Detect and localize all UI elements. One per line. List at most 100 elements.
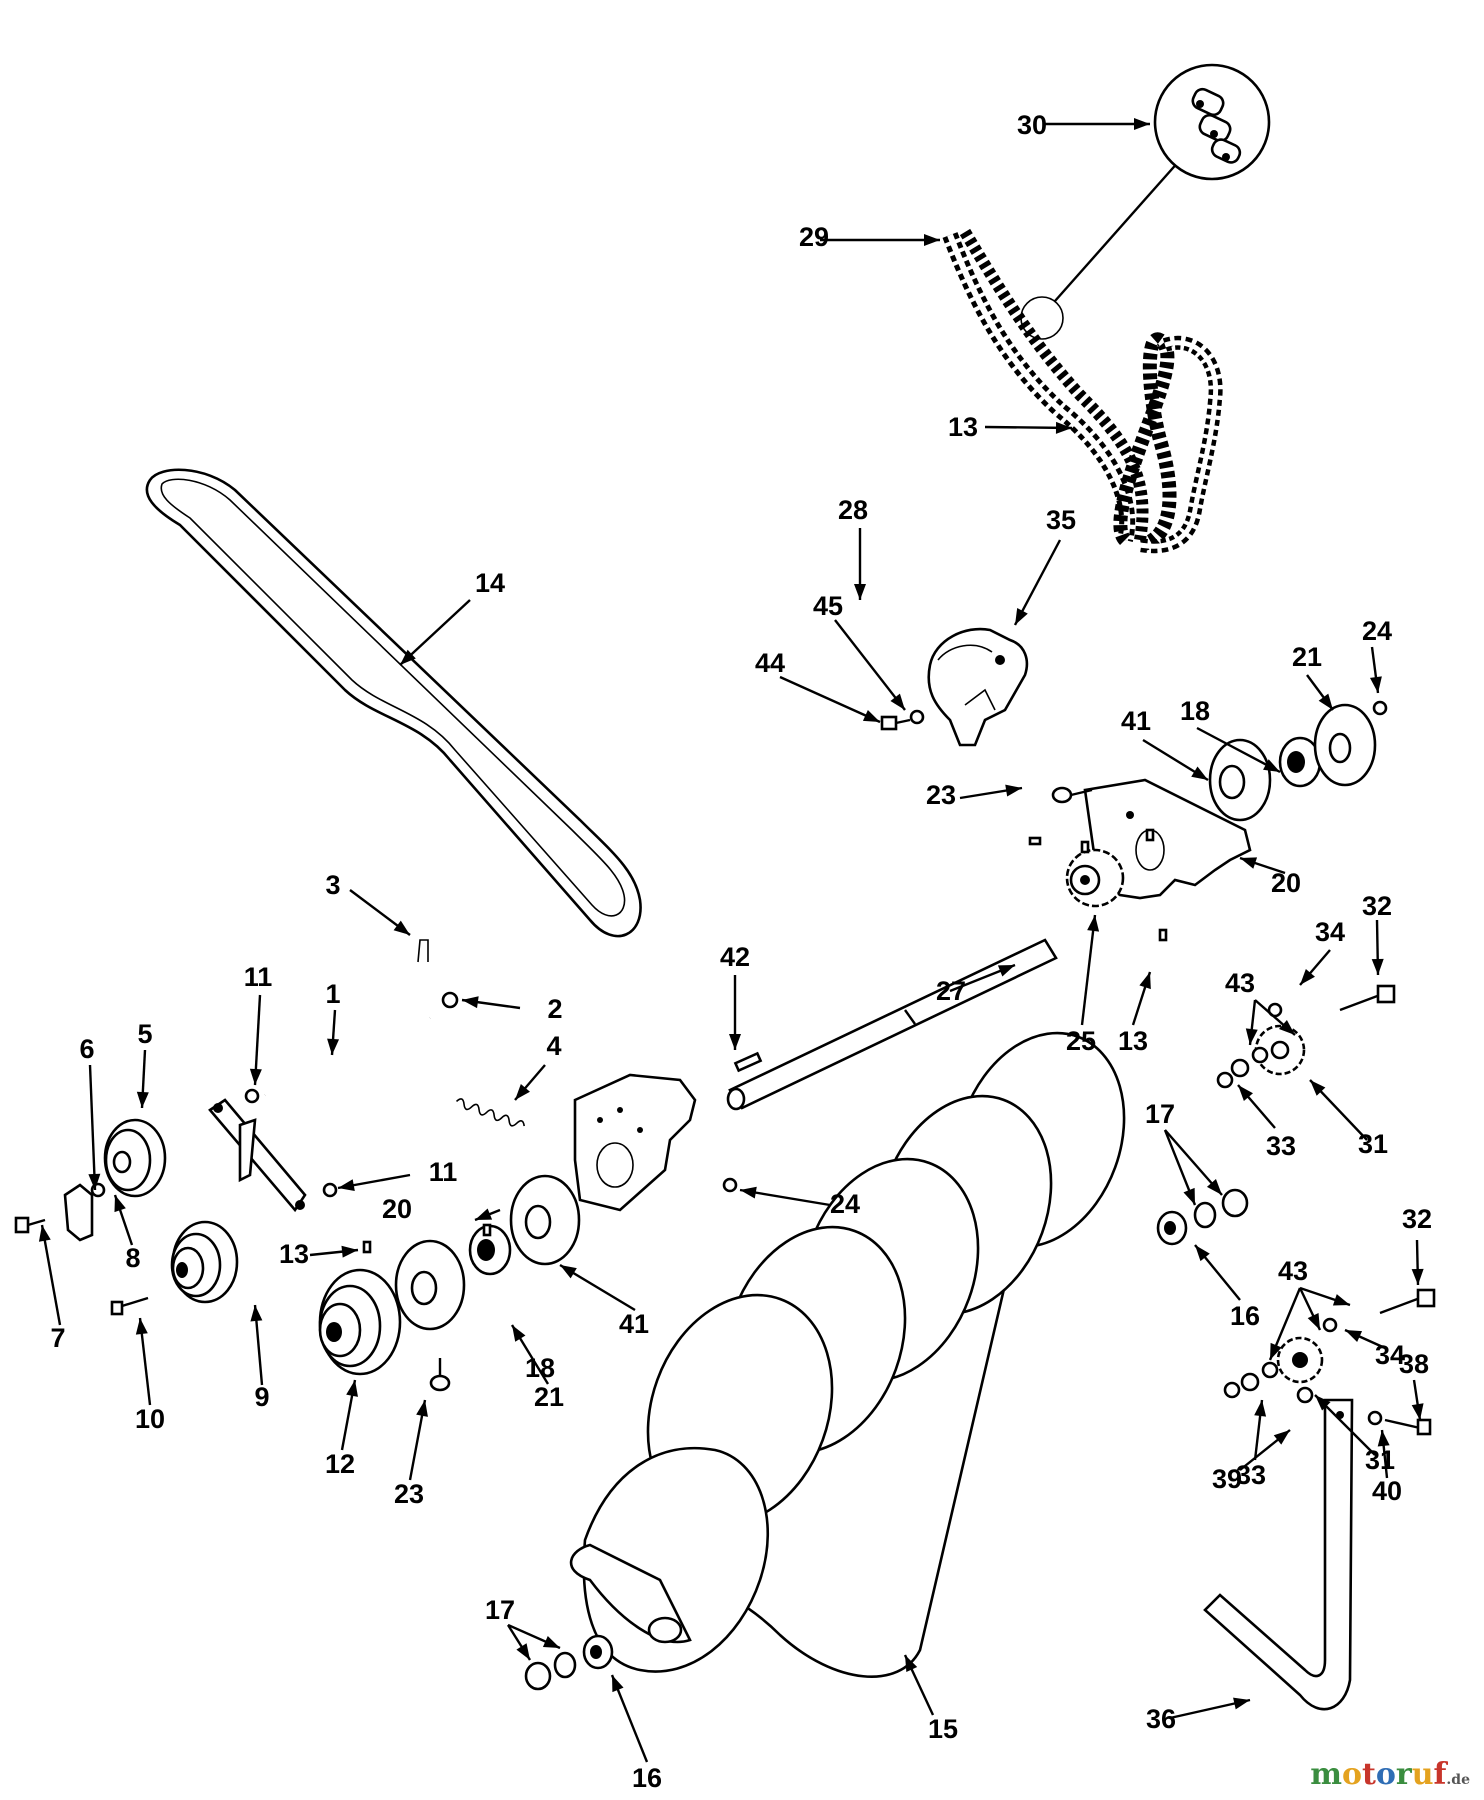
idler-sprocket-31-lower: [1240, 1336, 1324, 1392]
washer-34-lower: [1322, 1317, 1338, 1333]
bolt-7: [14, 1216, 46, 1234]
bearing-18-right: [1278, 736, 1322, 788]
callout-arrowhead: [1371, 958, 1384, 975]
callout-1: 1: [325, 979, 340, 1009]
callout-arrowhead: [740, 1186, 757, 1199]
callout-arrowhead: [136, 1091, 149, 1108]
chain-guard-35: [927, 627, 1029, 747]
callout-6: 6: [79, 1034, 94, 1064]
callout-arrowhead: [114, 1195, 126, 1213]
callout-33-lower: 33: [1236, 1460, 1266, 1490]
callout-17-right: 17: [1145, 1099, 1175, 1129]
set-screw-13-left: [362, 1240, 372, 1254]
callout-arrowhead: [1345, 1330, 1363, 1343]
callout-27: 27: [936, 976, 966, 1006]
callout-leader-line: [1080, 914, 1097, 1026]
flange-41-left: [509, 1174, 581, 1266]
callout-arrowhead: [462, 996, 479, 1009]
nut-11-upper: [244, 1088, 260, 1104]
callout-16-right: 16: [1230, 1301, 1260, 1331]
auger-15: [569, 1031, 1126, 1678]
nut-39: [1296, 1386, 1314, 1404]
chain-29: [942, 159, 1223, 554]
watermark-letter: m: [1310, 1757, 1342, 1792]
callout-8: 8: [125, 1243, 140, 1273]
callout-21-right: 21: [1292, 642, 1322, 672]
callout-11-upper: 11: [244, 962, 273, 992]
callout-arrowhead: [416, 1400, 428, 1417]
callout-42: 42: [720, 942, 750, 972]
callout-arrowhead: [1233, 1697, 1250, 1710]
callout-arrowhead: [38, 1225, 51, 1242]
watermark-letter: f: [1433, 1757, 1447, 1792]
callout-arrowhead: [905, 1655, 918, 1673]
idler-sprocket-31-upper: [1230, 1024, 1306, 1078]
callout-arrowhead: [997, 965, 1015, 977]
callout-arrowhead: [1206, 1179, 1222, 1195]
callout-3: 3: [325, 870, 340, 900]
cotter-pin-3: [417, 939, 429, 963]
set-screw-13-right: [1158, 928, 1168, 942]
callout-13-right: 13: [1118, 1026, 1148, 1056]
callout-arrowhead: [1411, 1268, 1424, 1285]
callout-12: 12: [325, 1449, 355, 1479]
callout-17-left: 17: [485, 1595, 515, 1625]
callout-arrowhead: [1245, 1028, 1258, 1045]
callout-leader-line: [88, 1064, 97, 1191]
callout-arrowhead: [862, 709, 880, 722]
callout-18-right: 18: [1180, 696, 1210, 726]
callout-arrowhead: [1183, 1187, 1195, 1205]
callout-arrowhead: [1279, 1019, 1295, 1035]
callout-arrowhead: [516, 1643, 530, 1660]
callout-arrowhead: [1087, 915, 1100, 932]
callout-34-upper: 34: [1315, 917, 1345, 947]
nut-33-upper: [1216, 1071, 1234, 1089]
callout-13-top: 13: [948, 412, 978, 442]
bolt-44-washer-45: [880, 709, 925, 731]
callout-arrowhead: [612, 1675, 624, 1693]
watermark-letter: t: [1362, 1757, 1376, 1792]
callout-arrowhead: [88, 1173, 101, 1190]
callout-40: 40: [1372, 1476, 1402, 1506]
callout-arrowhead: [1270, 1342, 1282, 1360]
callout-25: 25: [1066, 1026, 1096, 1056]
callout-21-left: 21: [534, 1382, 564, 1412]
washer-40: [1367, 1410, 1383, 1426]
callout-arrowhead: [1369, 676, 1382, 693]
callout-arrowhead: [1238, 1085, 1253, 1102]
callout-23-left: 23: [394, 1479, 424, 1509]
callout-arrowhead: [1300, 968, 1315, 985]
callout-9: 9: [254, 1382, 269, 1412]
callout-arrowhead: [1318, 693, 1333, 710]
callout-leader-line: [834, 619, 906, 711]
callout-arrowhead: [1195, 1245, 1210, 1262]
set-screw-20-left: [482, 1223, 492, 1237]
watermark-letter: r: [1395, 1757, 1412, 1792]
watermark-letter: o: [1375, 1757, 1396, 1792]
callout-30: 30: [1017, 110, 1047, 140]
pulley-9: [170, 1220, 239, 1304]
callout-20-right: 20: [1271, 868, 1301, 898]
spring-4: [455, 1098, 525, 1127]
parts-drawing: [14, 63, 1436, 1711]
callout-18-left: 18: [525, 1353, 555, 1383]
nut-2: [441, 991, 459, 1009]
callout-arrowhead: [1139, 972, 1151, 990]
bolt-32-lower: [1379, 1288, 1436, 1315]
callout-arrowhead: [346, 1380, 358, 1397]
callout-arrowhead: [1240, 857, 1258, 869]
bearing-16-right: [1156, 1210, 1188, 1246]
watermark-suffix: .de: [1446, 1772, 1470, 1788]
callout-16-left: 16: [632, 1763, 662, 1793]
callout-arrowhead: [854, 584, 866, 600]
callout-31-upper: 31: [1358, 1129, 1388, 1159]
bearing-16-left: [582, 1634, 614, 1670]
watermark-logo: motoruf.de: [1310, 1757, 1470, 1792]
callout-32-upper: 32: [1362, 891, 1392, 921]
callout-arrowhead: [890, 693, 905, 710]
callout-32-lower: 32: [1402, 1204, 1432, 1234]
callout-10: 10: [135, 1404, 165, 1434]
callout-arrowhead: [1273, 1430, 1290, 1445]
callout-43-lower: 43: [1278, 1256, 1308, 1286]
washers-17-left: [524, 1651, 577, 1691]
